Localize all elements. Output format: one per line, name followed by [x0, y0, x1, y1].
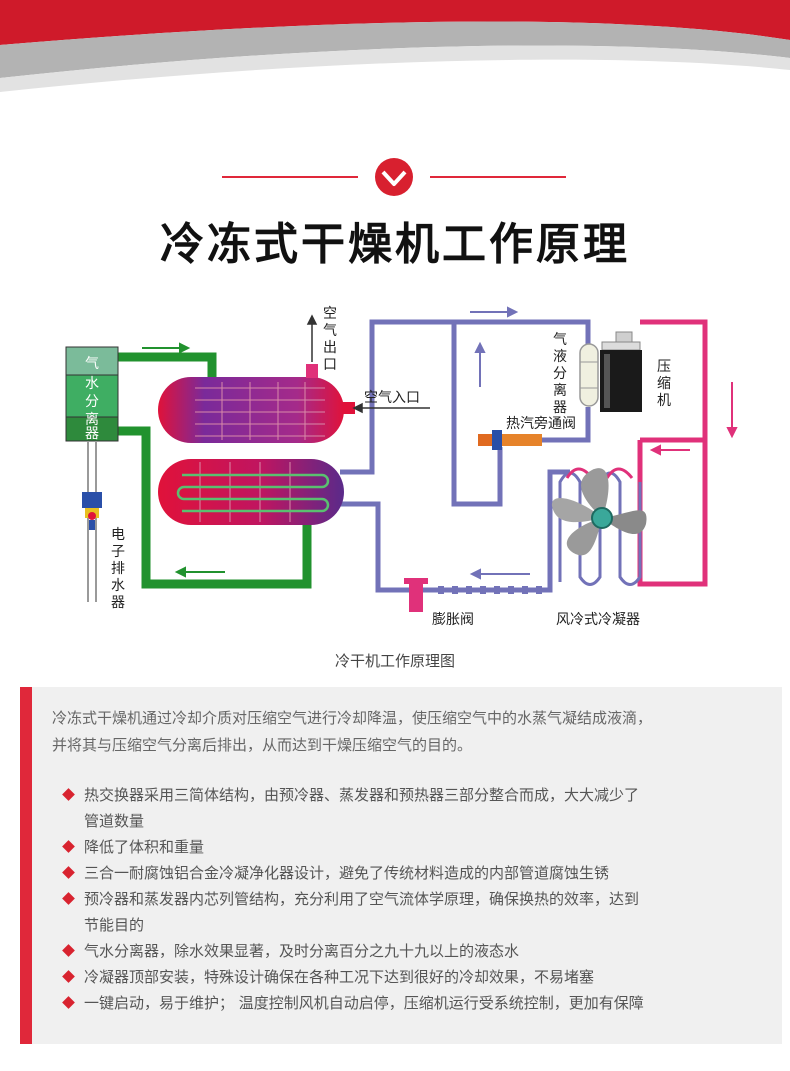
svg-text:机: 机: [657, 393, 671, 409]
compressor: [600, 331, 642, 412]
drain-pipe: [87, 442, 97, 602]
evaporator-vessel: [158, 459, 344, 525]
expansion-valve: [404, 578, 428, 612]
feature-list: 热交换器采用三简体结构，由预冷器、蒸发器和预热器三部分整合而成，大大减少了 管道…: [62, 782, 762, 1016]
gas-liquid-separator-label: 气 液 分 离 器: [553, 332, 567, 416]
diamond-bullet-icon: [62, 892, 75, 905]
svg-text:气: 气: [323, 323, 337, 339]
pink-hot-gas-pipe: [637, 319, 708, 587]
flow-arrow-green: [142, 342, 225, 578]
separator-label-char: 气: [85, 356, 99, 372]
svg-text:口: 口: [323, 357, 337, 373]
svg-text:离: 离: [553, 382, 567, 399]
intro-line: 冷冻式干燥机通过冷却介质对压缩空气进行冷却降温，使压缩空气中的水蒸气凝结成液滴，: [52, 709, 653, 727]
intro-text: 冷冻式干燥机通过冷却介质对压缩空气进行冷却降温，使压缩空气中的水蒸气凝结成液滴，…: [52, 705, 772, 759]
diamond-bullet-icon: [62, 970, 75, 983]
separator-label-char: 器: [85, 426, 99, 442]
hot-gas-valve-label: 热汽旁通阀: [506, 415, 576, 432]
refrigerated-dryer-diagram: 气 水 分 离 器 电 子 排 水 器 空 气: [65, 306, 738, 628]
gas-water-separator: 气 水 分 离 器: [65, 346, 119, 442]
expansion-valve-label: 膨胀阀: [432, 611, 474, 628]
svg-text:分: 分: [553, 366, 567, 382]
diamond-bullet-icon: [62, 944, 75, 957]
header-wave-band: [0, 0, 790, 92]
svg-text:空: 空: [323, 306, 337, 322]
feature-item: 预冷器和蒸发器内芯列管结构，充分利用了空气流体学原理，确保换热的效率，达到 节能…: [62, 886, 762, 938]
outlet-arrow: [306, 314, 318, 362]
blue-refrigerant-pipe: [340, 319, 591, 593]
svg-text:子: 子: [111, 544, 125, 560]
separator-label-char: 分: [85, 394, 99, 410]
svg-text:排: 排: [111, 561, 125, 577]
svg-text:电: 电: [111, 527, 125, 543]
feature-item: 气水分离器，除水效果显著，及时分离百分之九十九以上的液态水: [62, 938, 762, 964]
diamond-bullet-icon: [62, 866, 75, 879]
diamond-bullet-icon: [62, 788, 75, 801]
expansion-dots: [438, 586, 542, 594]
svg-text:水: 水: [111, 578, 125, 594]
flow-arrow-pink: [649, 382, 738, 456]
condenser-fan: [551, 468, 647, 556]
diamond-bullet-icon: [62, 996, 75, 1009]
feature-item: 降低了体积和重量: [62, 834, 762, 860]
svg-text:缩: 缩: [657, 376, 671, 392]
feature-item: 热交换器采用三简体结构，由预冷器、蒸发器和预热器三部分整合而成，大大减少了 管道…: [62, 782, 762, 834]
drain-label: 电 子 排 水 器: [111, 527, 125, 611]
feature-item: 一键启动，易于维护； 温度控制风机自动启停，压缩机运行受系统控制，更加有保障: [62, 990, 762, 1016]
gas-liquid-separator: [579, 343, 599, 407]
diagram-caption: 冷干机工作原理图: [334, 652, 455, 670]
accent-bar: [20, 687, 32, 1044]
svg-text:器: 器: [111, 595, 125, 611]
svg-text:液: 液: [553, 349, 567, 365]
separator-label-char: 离: [85, 411, 99, 428]
air-inlet-label: 空气入口: [364, 390, 420, 406]
title-decoration: [222, 158, 566, 196]
hot-gas-bypass-valve: [478, 430, 542, 450]
feature-item: 冷凝器顶部安装，特殊设计确保在各种工况下达到很好的冷却效果，不易堵塞: [62, 964, 762, 990]
info-panel: 冷冻式干燥机通过冷却介质对压缩空气进行冷却降温，使压缩空气中的水蒸气凝结成液滴，…: [20, 687, 782, 1044]
svg-text:压: 压: [657, 359, 671, 375]
condenser-label: 风冷式冷凝器: [556, 612, 640, 628]
svg-text:器: 器: [553, 400, 567, 416]
page-title: 冷冻式干燥机工作原理: [160, 219, 630, 270]
pre-cooler-vessel: [158, 364, 355, 443]
compressor-label: 压 缩 机: [657, 359, 671, 409]
diamond-bullet-icon: [62, 840, 75, 853]
intro-line: 并将其与压缩空气分离后排出，从而达到干燥压缩空气的目的。: [52, 736, 473, 754]
air-outlet-label: 空 气 出 口: [323, 306, 337, 373]
svg-text:气: 气: [553, 332, 567, 348]
separator-label-char: 水: [85, 376, 99, 392]
flow-arrow-blue: [469, 306, 530, 580]
svg-text:出: 出: [323, 340, 337, 356]
feature-item: 三合一耐腐蚀铝合金冷凝净化器设计，避免了传统材料造成的内部管道腐蚀生锈: [62, 860, 762, 886]
inlet-arrow: [352, 402, 430, 414]
electronic-drain-valve: [82, 492, 102, 530]
